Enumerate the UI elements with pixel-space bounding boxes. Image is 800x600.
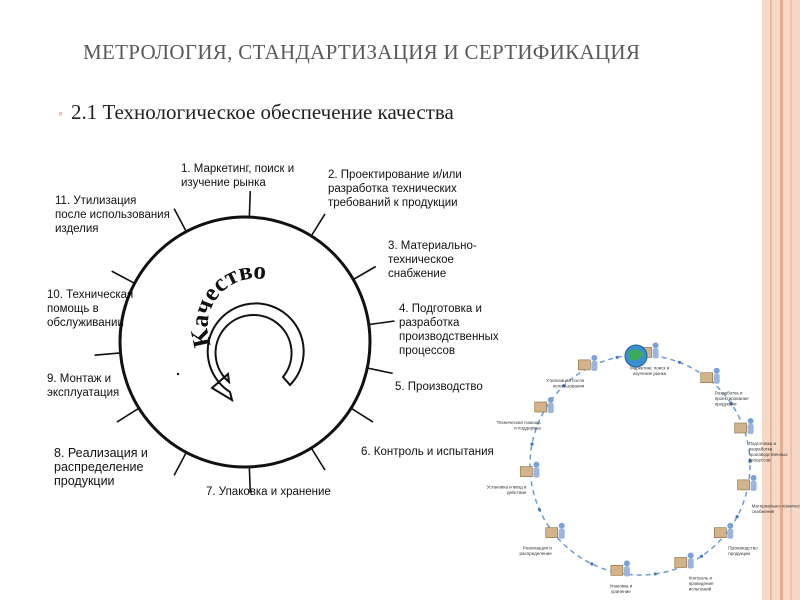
wheel-spoke xyxy=(173,451,188,476)
slide-title: МЕТРОЛОГИЯ, СТАНДАРТИЗАЦИЯ И СЕРТИФИКАЦИ… xyxy=(83,40,641,64)
person-head-icon xyxy=(687,552,694,559)
cycle-stage-icon xyxy=(737,474,757,491)
cycle-stage-icon xyxy=(700,367,720,384)
box-icon xyxy=(737,479,750,491)
wheel-stage-label: 5. Производство xyxy=(395,381,483,393)
person-head-icon xyxy=(747,418,754,425)
person-head-icon xyxy=(727,522,734,529)
person-body-icon xyxy=(652,348,659,359)
person-head-icon xyxy=(623,560,630,567)
person-head-icon xyxy=(533,461,540,468)
cycle-stage-icon xyxy=(674,552,694,569)
wheel-spoke xyxy=(350,407,374,423)
wheel-spoke xyxy=(367,367,393,375)
slide-right-border xyxy=(762,0,800,600)
cycle-arrow-icon xyxy=(561,384,566,388)
person-body-icon xyxy=(591,360,598,371)
subtitle-row: ◦ 2.1 Технологическое обеспечение качест… xyxy=(58,100,454,125)
wheel-spoke xyxy=(173,208,188,233)
box-icon xyxy=(578,359,591,371)
cycle-arrow-icon xyxy=(537,508,542,512)
person-body-icon xyxy=(547,403,554,413)
cycle-arrow-icon xyxy=(530,442,534,446)
person-body-icon xyxy=(558,528,565,539)
wheel-stage-label: 6. Контроль и испытания xyxy=(361,446,494,458)
quality-wheel-circle xyxy=(118,215,372,469)
person-head-icon xyxy=(591,354,598,361)
wheel-spoke xyxy=(310,447,326,471)
cycle-stage-icon xyxy=(578,354,598,371)
cycle-stage-icon xyxy=(610,560,630,577)
cycle-arrow-icon xyxy=(735,515,739,519)
wheel-spoke xyxy=(248,466,252,493)
cycle-arrow-icon xyxy=(729,401,733,406)
box-icon xyxy=(610,565,624,576)
box-icon xyxy=(674,557,688,568)
person-head-icon xyxy=(713,367,720,374)
globe-land-icon xyxy=(628,349,644,361)
wheel-spoke xyxy=(368,320,395,326)
wheel-stage-label: 7. Упаковка и хранение xyxy=(206,486,331,498)
wheel-spoke xyxy=(352,265,377,281)
wheel-spoke xyxy=(94,352,121,356)
cycle-arrow-icon xyxy=(590,562,594,566)
person-body-icon xyxy=(533,467,540,478)
wheel-spoke xyxy=(310,213,326,237)
cycle-stage-icon xyxy=(534,397,554,413)
box-icon xyxy=(545,527,559,539)
cycle-stage-icon xyxy=(734,418,754,435)
person-head-icon xyxy=(558,522,565,529)
cycle-arrow-icon xyxy=(748,459,752,463)
person-body-icon xyxy=(727,528,734,539)
cycle-arrow-icon xyxy=(699,554,704,558)
wheel-spoke xyxy=(116,407,140,423)
cycle-stage-icon xyxy=(545,522,565,539)
slide-subtitle: 2.1 Технологическое обеспечение качества xyxy=(70,100,454,124)
person-head-icon xyxy=(750,474,757,481)
cycle-stage-icon xyxy=(520,461,540,478)
cycle-arrow-icon xyxy=(653,572,657,576)
person-body-icon xyxy=(750,480,757,491)
wheel-return-arrow-icon xyxy=(206,302,305,403)
box-icon xyxy=(700,372,714,384)
wheel-spoke xyxy=(248,191,252,218)
cycle-arrow-icon xyxy=(677,360,682,364)
box-icon xyxy=(734,422,747,434)
person-body-icon xyxy=(747,424,754,435)
bullet-icon: ◦ xyxy=(58,104,63,121)
person-body-icon xyxy=(623,566,630,577)
box-icon xyxy=(713,527,727,539)
person-head-icon xyxy=(547,397,554,403)
box-icon xyxy=(520,466,533,477)
person-head-icon xyxy=(652,342,659,349)
wheel-dot xyxy=(176,372,180,376)
person-body-icon xyxy=(713,373,720,384)
cycle-arrow-icon xyxy=(615,355,619,360)
wheel-spoke xyxy=(111,270,136,285)
box-icon xyxy=(534,401,548,413)
cycle-stage-icon xyxy=(713,522,734,539)
person-body-icon xyxy=(687,558,694,569)
